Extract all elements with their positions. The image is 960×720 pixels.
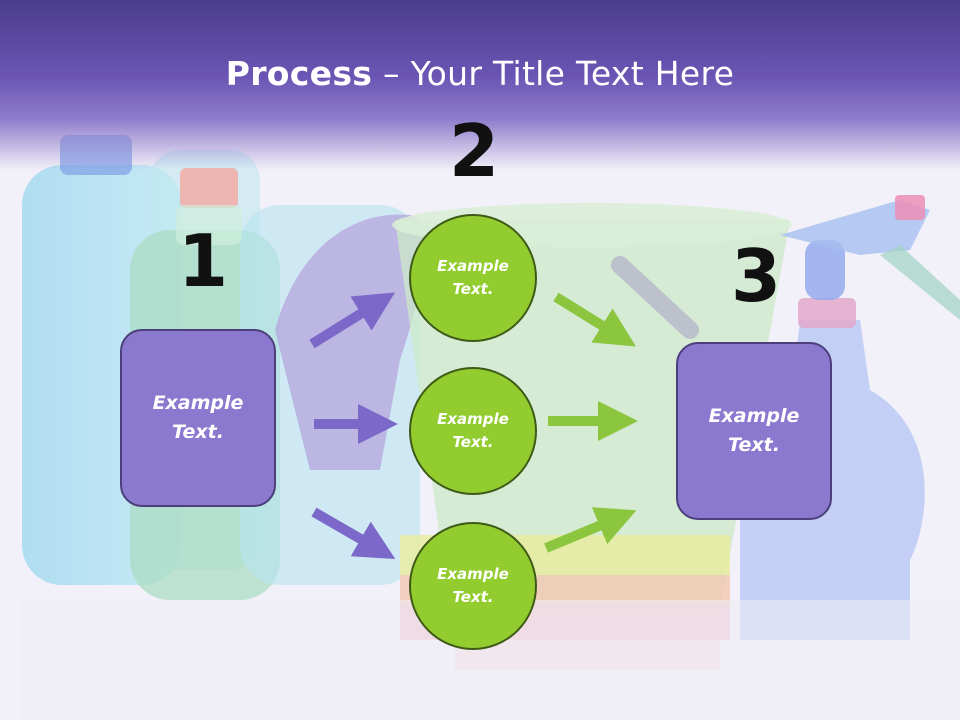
arrow-left-to-top bbox=[309, 292, 395, 349]
step-number-2: 2 bbox=[449, 109, 500, 193]
title-bold: Process bbox=[225, 54, 373, 93]
right-box-text: Example Text. bbox=[708, 405, 800, 456]
process-circle-top: Example Text. bbox=[409, 214, 537, 342]
slide-title: Process – Your Title Text Here bbox=[0, 54, 960, 93]
arrow-top-to-right bbox=[553, 292, 637, 347]
left-process-box: Example Text. bbox=[120, 329, 276, 507]
title-band bbox=[0, 0, 960, 170]
process-circle-bottom: Example Text. bbox=[409, 522, 537, 650]
arrow-left-to-bottom bbox=[311, 507, 396, 560]
right-process-box: Example Text. bbox=[676, 342, 832, 520]
process-circle-middle: Example Text. bbox=[409, 367, 537, 495]
step-number-3: 3 bbox=[731, 234, 782, 318]
arrow-bottom-to-right bbox=[544, 507, 637, 553]
title-rest: – Your Title Text Here bbox=[372, 54, 735, 93]
step-number-1: 1 bbox=[178, 219, 229, 303]
circle-top-text: Example Text. bbox=[437, 257, 509, 298]
left-box-text: Example Text. bbox=[152, 392, 244, 443]
circle-middle-text: Example Text. bbox=[437, 410, 509, 451]
circle-bottom-text: Example Text. bbox=[437, 565, 509, 606]
